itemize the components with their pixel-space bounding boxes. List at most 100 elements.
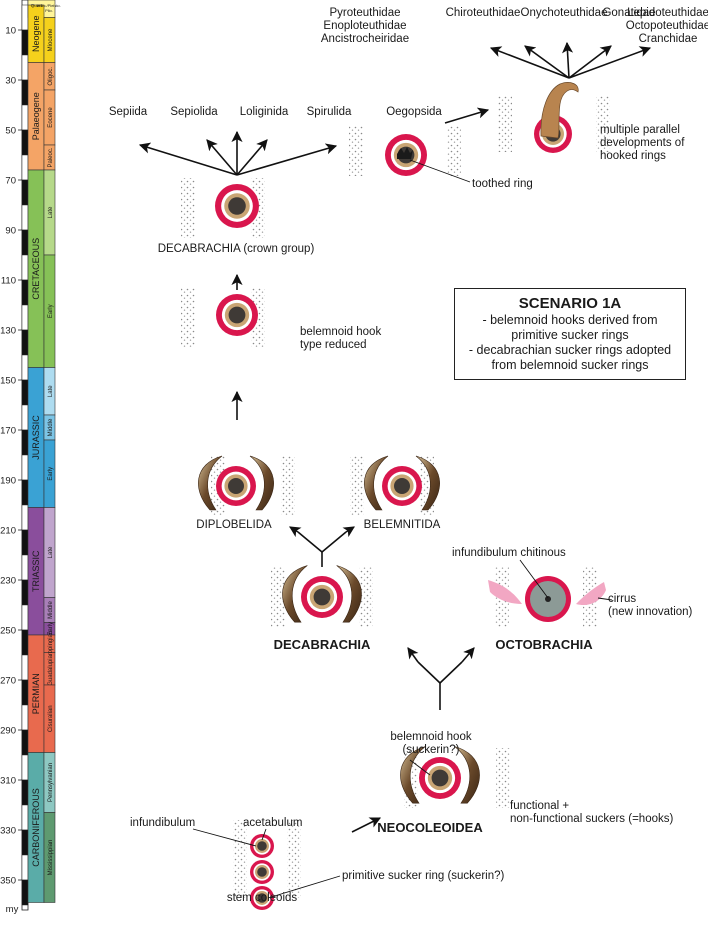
timescale-epoch-label: Middle (48, 601, 54, 619)
timescale-ruler-block (21, 554, 29, 581)
sucker-core (257, 841, 267, 851)
timescale-ruler-block (21, 654, 29, 681)
arrow (342, 526, 355, 538)
timescale-ruler-block (21, 229, 29, 256)
arrow (236, 143, 338, 176)
geologic-timescale: 1030507090110130150170190210230250270290… (0, 0, 61, 915)
scenario-line: - belemnoid hooks derived from (482, 313, 658, 327)
timescale-epoch-label: Middle (48, 418, 54, 436)
tissue-panel-left (181, 287, 195, 347)
label-cirrus: cirrus (new innovation) (608, 593, 693, 618)
tissue-panel-right (359, 567, 373, 627)
timescale-epoch-label: Paleoc. (48, 147, 54, 167)
timescale-ruler-block (21, 379, 29, 406)
timescale-ruler-block (21, 29, 29, 56)
cirrus-left (488, 580, 522, 604)
label-infundibulum-chitinous: infundibulum chitinous (452, 547, 566, 559)
scenario-line: - decabrachian sucker rings adopted (468, 343, 672, 357)
label-decabrachia: DECABRACHIA (273, 637, 371, 652)
toothed-ring-pointer (409, 159, 471, 183)
timescale-top-label: Plio. (45, 8, 53, 13)
timescale-ruler-block (21, 454, 29, 481)
label-diplobelida: DIPLOBELIDA (196, 519, 272, 531)
timescale-ruler-block (21, 204, 29, 231)
cirrus-pointer (597, 597, 613, 601)
timescale-epoch-label: Cisuralian (48, 705, 54, 732)
timescale-ruler-block (21, 679, 29, 706)
tissue-panel-left (271, 567, 285, 627)
tissue-panel-right (596, 96, 610, 152)
branch-line (417, 661, 441, 684)
arrow (407, 647, 419, 663)
branch-line (297, 531, 323, 553)
timescale-ruler-block (21, 4, 29, 31)
timescale-ruler-block (21, 279, 29, 306)
octobrachia-center (545, 596, 551, 602)
scenario-line: primitive sucker rings (511, 328, 629, 342)
toothed-ring-teeth (397, 147, 413, 159)
sucker-core (394, 478, 410, 494)
taxon-oegopsida: Oegopsida (386, 106, 442, 118)
taxa-group-lepidoteuthidae: Lepidoteuthidae Octopoteuthidae Cranchid… (625, 7, 708, 45)
timescale-ruler-block (21, 54, 29, 81)
timescale-epoch-label: Late (48, 385, 54, 397)
taxa-group-gonatidae: Gonatidae (602, 7, 656, 19)
sucker-core (313, 588, 331, 606)
tissue-panel-left (350, 455, 364, 515)
sucker-core (228, 478, 244, 494)
timescale-tick-label: 90 (5, 226, 16, 237)
label-multiple-hooked-rings: multiple parallel developments of hooked… (600, 124, 685, 162)
tissue-panel-left (233, 820, 247, 898)
tissue-panel-right (447, 126, 461, 176)
arrow (351, 817, 382, 833)
timescale-epoch-label: Pennsylvanian (48, 763, 54, 802)
belemnoid-hook-left (282, 565, 308, 623)
timescale-epoch-label: Early (48, 304, 54, 318)
primitive-ring-pointer (267, 875, 341, 899)
infundibulum-chitinous-pointer (519, 559, 549, 599)
timescale-ruler-block (21, 754, 29, 781)
tissue-panel-left (498, 96, 512, 152)
timescale-tick-label: 50 (5, 126, 16, 137)
sucker-core (431, 769, 449, 787)
timescale-period-label: PERMIAN (31, 673, 41, 714)
timescale-ruler-block (21, 604, 29, 631)
sucker-core (228, 306, 246, 324)
tissue-panel-right (287, 820, 301, 898)
timescale-epoch-label: Oligoc. (48, 67, 54, 86)
tissue-panel-right (251, 287, 265, 347)
taxa-group-pyroteuthidae: Pyroteuthidae Enoploteuthidae Ancistroch… (320, 7, 410, 45)
tissue-panel-right (496, 748, 510, 808)
tissue-panel-left (349, 126, 363, 176)
label-stem-coleoids: stem coleoids (226, 892, 298, 904)
label-primitive-sucker-ring: primitive sucker ring (suckerin?) (342, 870, 505, 882)
timescale-ruler-block (21, 104, 29, 131)
timescale-tick-label: 110 (1, 276, 16, 287)
infundibulum-pointer (192, 828, 257, 847)
oegopsid-hook-icon (540, 82, 579, 139)
timescale-unit-label: my (6, 904, 19, 915)
branch-line (321, 531, 347, 553)
timescale-period-label: CRETACEOUS (31, 238, 41, 300)
belemnoid-hook-left (198, 455, 223, 511)
timescale-epoch-label: Lopingian (48, 631, 54, 657)
sucker-illustrations (181, 82, 610, 910)
arrow (561, 41, 574, 79)
belemnoid-hook-right (454, 746, 480, 804)
arrow (489, 46, 570, 79)
scenario-box: SCENARIO 1A - belemnoid hooks derived fr… (454, 288, 686, 380)
tissue-panel-left (181, 178, 195, 238)
timescale-ruler-block (21, 129, 29, 156)
timescale-ruler-block (21, 529, 29, 556)
timescale-period-label: Palaeogene (31, 92, 41, 140)
arrow (289, 526, 302, 538)
label-acetabulum: acetabulum (243, 817, 303, 829)
timescale-tick-label: 310 (0, 776, 16, 787)
timescale-ruler-block (21, 579, 29, 606)
timescale-tick-label: 70 (5, 176, 16, 187)
timescale-ruler-block (21, 254, 29, 281)
belemnoid-hook-left (364, 455, 389, 511)
timescale-tick-label: 290 (0, 726, 16, 737)
timescale-period-label: Neogene (31, 15, 41, 52)
